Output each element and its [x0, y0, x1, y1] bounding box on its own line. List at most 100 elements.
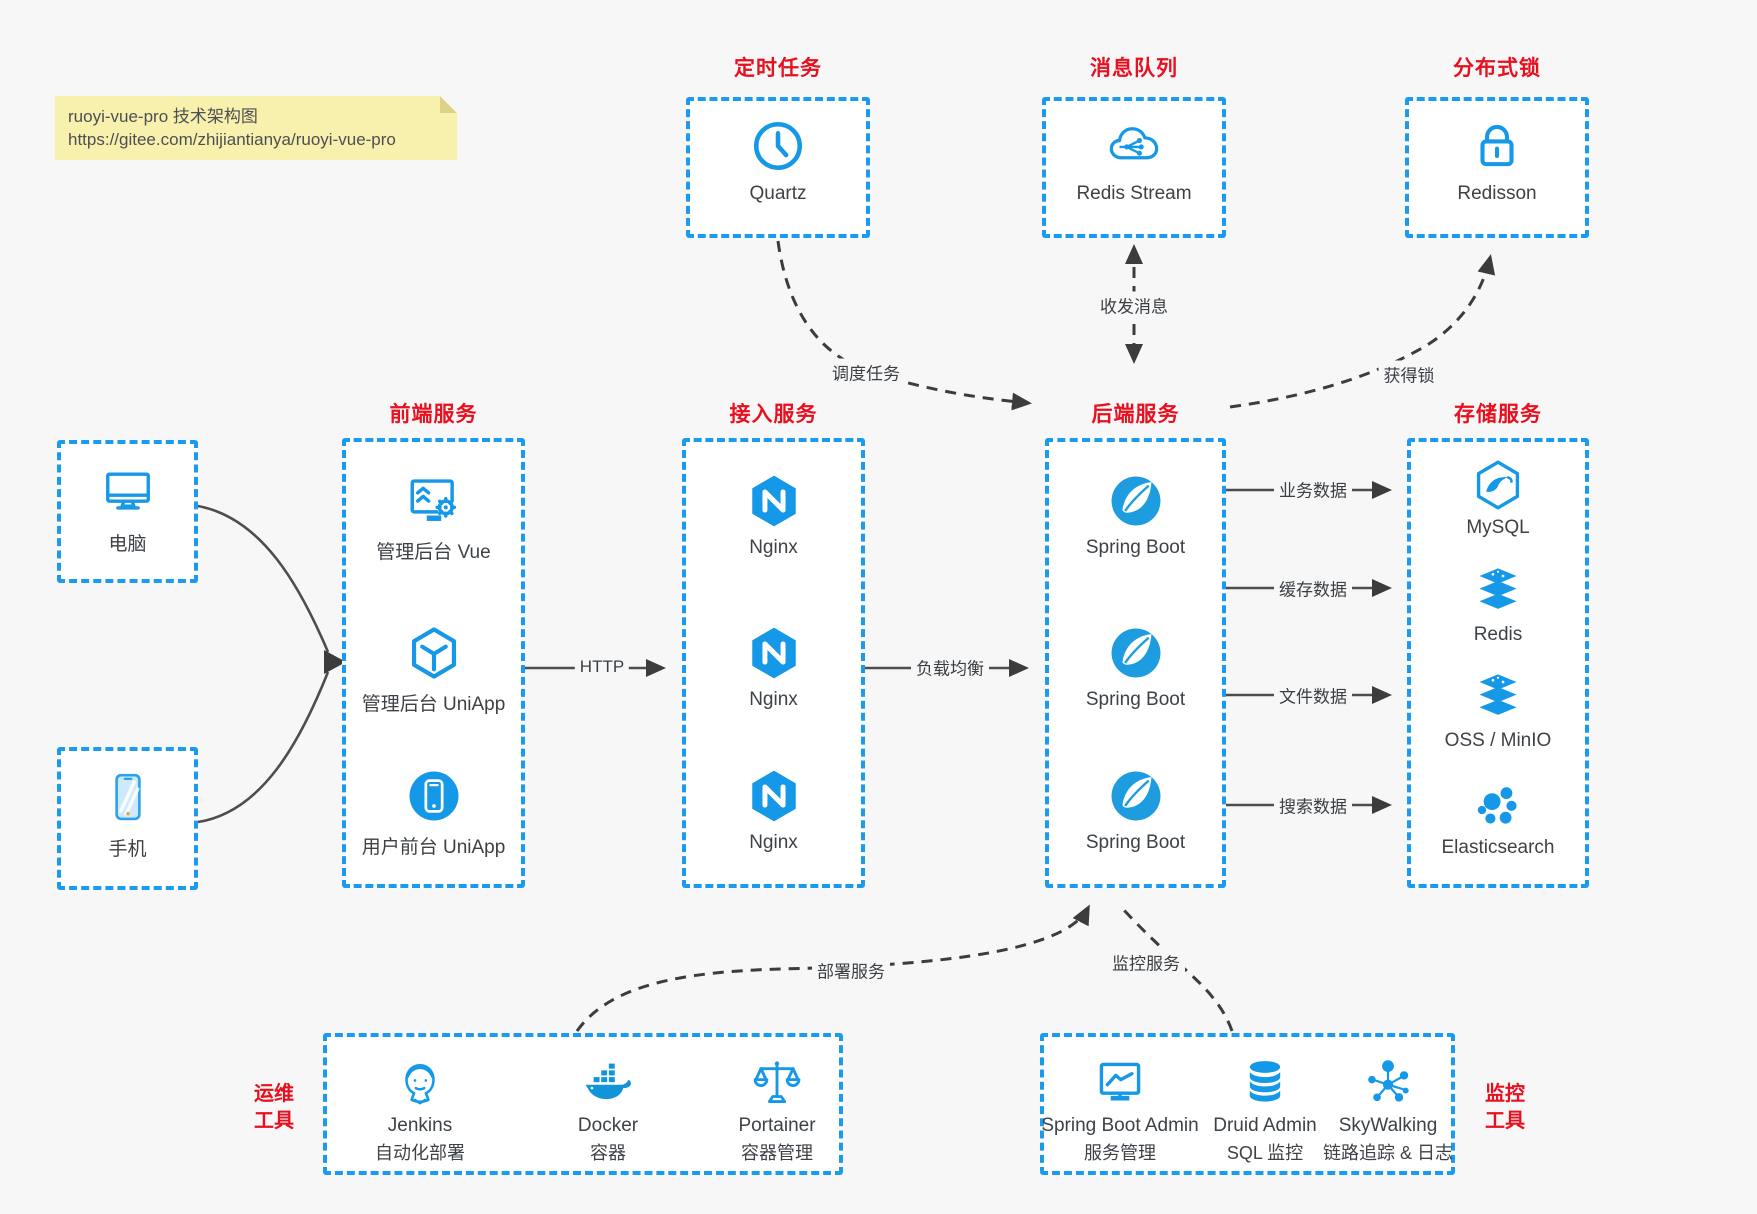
edge-label-cache-data: 缓存数据 [1274, 574, 1352, 602]
node-nginx-3: Nginx [682, 767, 865, 854]
mysql-icon [1476, 460, 1520, 510]
node-redis: Redis [1407, 565, 1589, 646]
tool-name: Docker [577, 1115, 639, 1136]
node-nginx-2: Nginx [682, 624, 865, 711]
cloud-network-icon [1109, 127, 1159, 160]
group-title-gateway: 接入服务 [729, 403, 818, 426]
edge-label-deploy-service: 部署服务 [812, 956, 890, 984]
tool-desc: SQL 监控 [1226, 1143, 1304, 1163]
node-label: Spring Boot [1085, 689, 1186, 710]
elasticsearch-icon [1477, 787, 1517, 824]
edge-label-monitor-service: 监控服务 [1107, 948, 1185, 976]
edge-pc-to-frontend [197, 504, 330, 653]
lock-icon [1480, 124, 1514, 167]
node-spring-boot-1: Spring Boot [1045, 472, 1226, 559]
edge-label-load-balance: 负载均衡 [911, 653, 989, 681]
tool-name: Druid Admin [1213, 1115, 1317, 1136]
node-label: 手机 [108, 839, 147, 860]
node-label: Spring Boot [1085, 832, 1186, 853]
group-storage [1407, 438, 1589, 888]
node-redisson: Redisson [1405, 97, 1589, 238]
node-label: Quartz [749, 183, 807, 204]
group-title-ops-tools: 运维 工具 [254, 1083, 294, 1132]
tool-desc: 链路追踪 & 日志 [1322, 1143, 1453, 1163]
note-fold-cut [440, 96, 457, 113]
spring-boot-icon [1111, 476, 1160, 526]
spring-boot-admin-icon [1099, 1062, 1141, 1101]
note-url: https://gitee.com/zhijiantianya/ruoyi-vu… [68, 130, 396, 149]
group-title-frontend: 前端服务 [389, 403, 478, 426]
edge-label-http: HTTP [574, 656, 630, 678]
node-quartz: Quartz [686, 97, 870, 238]
node-mobile-client: 手机 [57, 747, 198, 890]
clock-icon [753, 121, 803, 171]
node-label: 管理后台 Vue [376, 542, 491, 563]
node-label: MySQL [1466, 517, 1530, 538]
node-label: Nginx [749, 537, 798, 558]
node-docker: Docker 容器 [528, 1056, 688, 1165]
node-elasticsearch: Elasticsearch [1407, 778, 1589, 859]
node-mysql: MySQL [1407, 458, 1589, 539]
group-monitor-tools [1040, 1033, 1455, 1175]
tool-desc: 自动化部署 [375, 1143, 465, 1163]
tool-name: SkyWalking [1338, 1115, 1438, 1136]
node-spring-boot-2: Spring Boot [1045, 624, 1226, 711]
tool-desc: 服务管理 [1084, 1143, 1156, 1163]
edge-label-acquire-lock: 获得锁 [1378, 360, 1440, 388]
node-label: OSS / MinIO [1444, 730, 1552, 751]
node-label: 电脑 [108, 534, 147, 555]
group-title-monitor-tools: 监控 工具 [1485, 1083, 1525, 1132]
uniapp-cube-icon [411, 627, 456, 679]
node-spring-boot-admin: Spring Boot Admin 服务管理 [1018, 1056, 1222, 1165]
node-label: 用户前台 UniApp [361, 837, 506, 858]
group-ops-tools [323, 1033, 843, 1175]
node-label: Nginx [749, 689, 798, 710]
node-label: Elasticsearch [1441, 837, 1555, 858]
druid-db-icon [1249, 1061, 1281, 1102]
tool-name: Portainer [738, 1115, 816, 1136]
edge-label-business-data: 业务数据 [1274, 475, 1352, 503]
group-title-message-queue: 消息队列 [1090, 57, 1178, 80]
spring-boot-icon [1111, 628, 1160, 678]
node-portainer: Portainer 容器管理 [697, 1056, 857, 1165]
node-label: Nginx [749, 832, 798, 853]
object-storage-icon [1479, 674, 1517, 715]
node-user-uniapp: 用户前台 UniApp [342, 767, 525, 859]
node-redis-stream: Redis Stream [1042, 97, 1226, 238]
node-spring-boot-3: Spring Boot [1045, 767, 1226, 854]
admin-vue-icon [410, 479, 456, 521]
tool-name: Spring Boot Admin [1041, 1115, 1199, 1136]
edge-label-search-data: 搜索数据 [1274, 791, 1352, 819]
group-title-scheduled-jobs: 定时任务 [734, 57, 822, 80]
smartphone-icon [114, 773, 141, 821]
docker-icon [586, 1063, 632, 1100]
node-jenkins: Jenkins 自动化部署 [340, 1056, 500, 1165]
portainer-icon [753, 1061, 801, 1103]
spring-boot-icon [1111, 771, 1160, 821]
group-title-backend: 后端服务 [1091, 403, 1180, 426]
group-title-distributed-lock: 分布式锁 [1453, 57, 1541, 80]
edge-label-file-data: 文件数据 [1274, 681, 1352, 709]
group-title-storage: 存储服务 [1454, 403, 1542, 426]
node-druid-admin: Druid Admin SQL 监控 [1183, 1056, 1347, 1165]
node-label: Redisson [1457, 183, 1537, 204]
desktop-icon [105, 472, 150, 510]
note-title: ruoyi-vue-pro 技术架构图 [68, 107, 258, 126]
node-admin-uniapp: 管理后台 UniApp [342, 624, 525, 716]
node-nginx-1: Nginx [682, 472, 865, 559]
node-label: 管理后台 UniApp [361, 694, 506, 715]
user-app-icon [409, 771, 458, 821]
edge-acquire-lock [1229, 254, 1496, 409]
nginx-icon [751, 475, 796, 527]
node-oss-minio: OSS / MinIO [1407, 671, 1589, 752]
node-skywalking: SkyWalking 链路追踪 & 日志 [1283, 1056, 1493, 1165]
edge-label-dispatch-job: 调度任务 [827, 358, 905, 386]
nginx-icon [751, 627, 796, 679]
skywalking-icon [1368, 1060, 1409, 1102]
node-pc-client: 电脑 [57, 440, 198, 583]
edge-label-send-receive-msg: 收发消息 [1095, 291, 1173, 319]
edge-phone-to-frontend [197, 671, 330, 824]
node-label: Redis Stream [1076, 183, 1192, 204]
node-label: Redis [1473, 624, 1523, 645]
